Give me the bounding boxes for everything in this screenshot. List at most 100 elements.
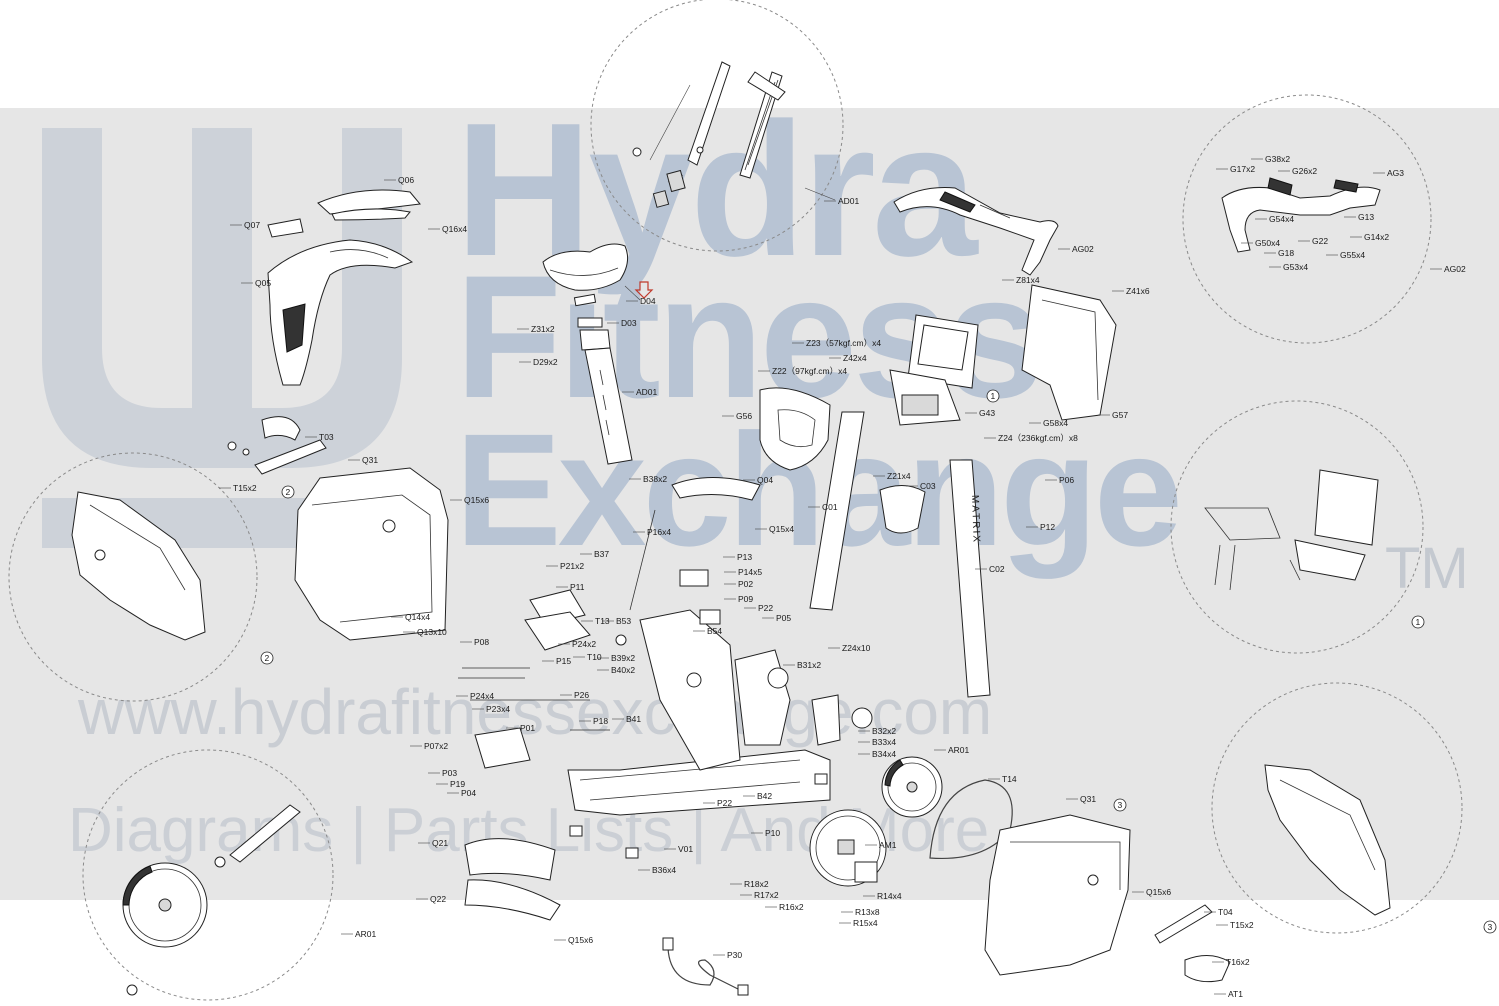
callout-p18: P18 bbox=[593, 716, 608, 726]
callout-p11: P11 bbox=[570, 582, 585, 592]
callout-p24x4: P24x4 bbox=[470, 691, 494, 701]
callout-r18x2: R18x2 bbox=[744, 879, 769, 889]
svg-text:3: 3 bbox=[1118, 800, 1123, 810]
marker-1-console-circle: 1 bbox=[1411, 615, 1425, 629]
callout-b53: B53 bbox=[616, 616, 631, 626]
callout-q21: Q21 bbox=[432, 838, 448, 848]
callout-p24x2: P24x2 bbox=[572, 639, 596, 649]
callout-b31x2: B31x2 bbox=[797, 660, 821, 670]
callout-v01: V01 bbox=[678, 844, 693, 854]
accessory-tray bbox=[671, 387, 831, 501]
callout-leader-lines bbox=[219, 158, 1442, 995]
callout-p15: P15 bbox=[556, 656, 571, 666]
callout-p23x4: P23x4 bbox=[486, 704, 510, 714]
callout-b54: B54 bbox=[707, 626, 722, 636]
svg-text:3: 3 bbox=[1488, 922, 1493, 932]
handlebar-detail-contents bbox=[1221, 177, 1381, 253]
callout-p22b: P22 bbox=[717, 798, 732, 808]
callout-q07: Q07 bbox=[244, 220, 260, 230]
right-shroud bbox=[984, 814, 1131, 976]
callout-z21x4: Z21x4 bbox=[887, 471, 911, 481]
callout-p21x2: P21x2 bbox=[560, 561, 584, 571]
callout-b37: B37 bbox=[594, 549, 609, 559]
callout-ag3: AG3 bbox=[1387, 168, 1404, 178]
svg-text:1: 1 bbox=[1416, 617, 1421, 627]
callout-p03: P03 bbox=[442, 768, 457, 778]
callout-b36x4: B36x4 bbox=[652, 865, 676, 875]
callout-d03: D03 bbox=[621, 318, 637, 328]
callout-q13x10: Q13x10 bbox=[417, 627, 447, 637]
callout-g14x2: G14x2 bbox=[1364, 232, 1389, 242]
callout-t13: T13 bbox=[595, 616, 610, 626]
callout-p16x4: P16x4 bbox=[647, 527, 671, 537]
watermark-word-hydra: Hydra bbox=[455, 84, 978, 296]
left-shroud bbox=[294, 467, 449, 641]
callout-g26x2: G26x2 bbox=[1292, 166, 1317, 176]
callout-q04: Q04 bbox=[757, 475, 773, 485]
callout-z81x4: Z81x4 bbox=[1016, 275, 1040, 285]
callout-ar01: AR01 bbox=[948, 745, 970, 755]
electronics-parts bbox=[458, 509, 721, 769]
callout-p13: P13 bbox=[737, 552, 752, 562]
callout-ag02: AG02 bbox=[1072, 244, 1094, 254]
callout-r15x4: R15x4 bbox=[853, 918, 878, 928]
flywheel-detail-contents bbox=[122, 804, 301, 996]
callout-q15x6b: Q15x6 bbox=[1146, 887, 1171, 897]
callout-g18: G18 bbox=[1278, 248, 1294, 258]
callout-b42: B42 bbox=[757, 791, 772, 801]
callout-b34x4: B34x4 bbox=[872, 749, 896, 759]
detail-circles bbox=[8, 0, 1463, 1001]
callout-p05: P05 bbox=[776, 613, 791, 623]
callout-q15x6: Q15x6 bbox=[464, 495, 489, 505]
left-crank-pedal bbox=[227, 416, 327, 475]
callout-q16x4: Q16x4 bbox=[442, 224, 467, 234]
drive-belt bbox=[929, 779, 1013, 860]
callout-t10: T10 bbox=[587, 652, 602, 662]
right-cover-detail-contents bbox=[1264, 764, 1391, 916]
detail-circle-right-cover bbox=[1211, 682, 1463, 934]
highlight-arrow-icon bbox=[634, 281, 654, 299]
callout-c03: C03 bbox=[920, 481, 936, 491]
callout-g57: G57 bbox=[1112, 410, 1128, 420]
callout-p09: P09 bbox=[738, 594, 753, 604]
callout-t16x2: T16x2 bbox=[1226, 957, 1250, 967]
seat-post-assembly-detail bbox=[632, 61, 836, 208]
svg-text:1: 1 bbox=[991, 391, 996, 401]
callout-z22: Z22（97kgf.cm）x4 bbox=[772, 366, 847, 376]
callout-q15x6c: Q15x6 bbox=[568, 935, 593, 945]
callout-g22: G22 bbox=[1312, 236, 1328, 246]
callout-t03: T03 bbox=[319, 432, 334, 442]
callout-b33x4: B33x4 bbox=[872, 737, 896, 747]
callout-g53x4: G53x4 bbox=[1283, 262, 1308, 272]
callout-q05: Q05 bbox=[255, 278, 271, 288]
callout-c02: C02 bbox=[989, 564, 1005, 574]
upright-columns bbox=[809, 411, 991, 698]
callout-t15x2: T15x2 bbox=[233, 483, 257, 493]
marker-2-cover-circle: 2 bbox=[260, 651, 274, 665]
callout-q06: Q06 bbox=[398, 175, 414, 185]
callout-p26: P26 bbox=[574, 690, 589, 700]
callout-g17x2: G17x2 bbox=[1230, 164, 1255, 174]
callout-p08: P08 bbox=[474, 637, 489, 647]
callout-g43: G43 bbox=[979, 408, 995, 418]
marker-1-console: 1 bbox=[986, 389, 1000, 403]
console-assembly bbox=[889, 284, 1117, 426]
callout-z42x4: Z42x4 bbox=[843, 353, 867, 363]
callout-p14x5: P14x5 bbox=[738, 567, 762, 577]
matrix-brand-label: MATRIX bbox=[969, 495, 982, 544]
callout-t15x2b: T15x2 bbox=[1230, 920, 1254, 930]
callout-g58x4: G58x4 bbox=[1043, 418, 1068, 428]
callout-b32x2: B32x2 bbox=[872, 726, 896, 736]
watermark-trademark: TM bbox=[1385, 536, 1469, 601]
callout-b38x2: B38x2 bbox=[643, 474, 667, 484]
callout-c01: C01 bbox=[822, 502, 838, 512]
callout-p06: P06 bbox=[1059, 475, 1074, 485]
callout-t04: T04 bbox=[1218, 907, 1233, 917]
handlebar-assembly bbox=[893, 187, 1059, 276]
callout-am1: AM1 bbox=[879, 840, 897, 850]
callout-q14x4: Q14x4 bbox=[405, 612, 430, 622]
alternator-assembly bbox=[809, 809, 887, 887]
callout-p19: P19 bbox=[450, 779, 465, 789]
detail-circle-left-cover bbox=[8, 452, 258, 702]
flywheel-assembly bbox=[881, 756, 943, 818]
